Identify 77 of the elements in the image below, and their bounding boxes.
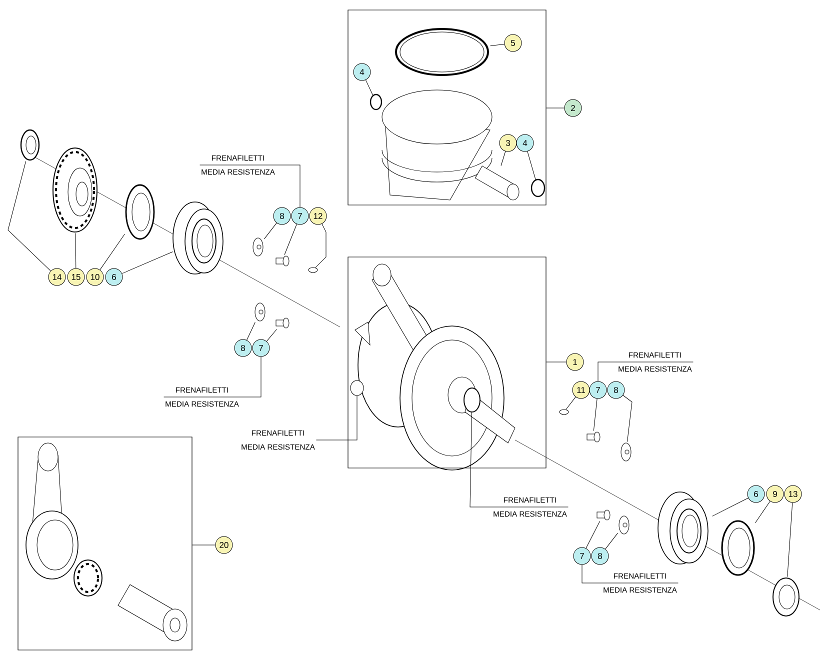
- key-drawing: [308, 267, 318, 273]
- lock-plate-drawing: [620, 442, 632, 462]
- nut-drawing: [772, 578, 800, 616]
- oil-seal-drawing: [20, 129, 40, 161]
- callout-number: 3: [499, 134, 517, 152]
- bolt-drawing: [276, 318, 290, 328]
- leader-line: [593, 398, 598, 431]
- leader-line: [122, 251, 173, 274]
- leader-line: [164, 356, 262, 398]
- bolt-drawing: [276, 256, 290, 266]
- callout-number: 15: [67, 268, 85, 286]
- callout-number: 4: [516, 134, 534, 152]
- leader-line: [192, 544, 216, 546]
- callout-number: 6: [105, 268, 123, 286]
- key-drawing: [559, 409, 569, 415]
- leader-line: [266, 329, 277, 342]
- leader-line: [500, 151, 506, 166]
- lock-plate-drawing: [254, 302, 266, 322]
- bolt-drawing: [586, 432, 600, 442]
- leader-line: [365, 80, 374, 96]
- leader-line: [264, 222, 277, 240]
- callout-number: 9: [766, 485, 784, 503]
- leader-line: [586, 521, 600, 548]
- callout-number: 7: [252, 339, 270, 357]
- gear-drawing: [52, 148, 98, 232]
- leader-line: [605, 532, 618, 550]
- bolt-drawing: [596, 510, 610, 520]
- leader-line: [200, 164, 300, 208]
- leader-line: [598, 362, 694, 382]
- callout-number: 8: [234, 339, 252, 357]
- leader-line: [490, 44, 505, 46]
- callout-number: 7: [573, 547, 591, 565]
- callout-number: 8: [273, 207, 291, 225]
- callout-number: 8: [607, 381, 625, 399]
- circlip-drawing: [530, 178, 546, 198]
- callout-number: 5: [504, 34, 522, 52]
- oil-seal-drawing: [125, 184, 155, 240]
- callout-number: 2: [564, 99, 582, 117]
- bearing-drawing: [658, 492, 708, 564]
- leader-line: [246, 322, 256, 340]
- leader-line: [622, 395, 632, 442]
- journal-drawing: [350, 380, 364, 396]
- callout-number: 1: [566, 353, 584, 371]
- group-frame: [18, 436, 192, 650]
- leader-line: [527, 151, 536, 180]
- spline-drawing: [464, 388, 480, 412]
- leader-line: [787, 502, 793, 577]
- callout-number: 14: [48, 268, 66, 286]
- leader-line: [75, 233, 76, 268]
- bearing-drawing: [172, 202, 224, 274]
- leader-line: [582, 564, 678, 584]
- callout-number: 12: [309, 207, 327, 225]
- callout-number: 6: [747, 485, 765, 503]
- leader-line: [712, 498, 748, 516]
- leader-line: [284, 224, 297, 255]
- oil-seal-drawing: [721, 520, 755, 576]
- leader-line: [8, 161, 51, 272]
- lock-plate-drawing: [252, 238, 264, 256]
- leader-line: [315, 224, 326, 268]
- group-frame: [348, 256, 546, 468]
- piston-pin-drawing: [474, 166, 520, 200]
- piston-ring-drawing: [395, 28, 489, 76]
- leader-line: [100, 234, 125, 270]
- leader-line: [566, 396, 576, 410]
- callout-number: 7: [589, 381, 607, 399]
- group-frame: [348, 10, 546, 206]
- callout-number: 10: [86, 268, 104, 286]
- callout-number: 11: [572, 381, 590, 399]
- lock-plate-drawing: [618, 516, 630, 534]
- leader-line: [470, 412, 568, 508]
- callout-number: 13: [784, 485, 802, 503]
- circlip-drawing: [370, 94, 382, 110]
- leader-line: [755, 500, 770, 524]
- callout-number: 7: [291, 207, 309, 225]
- callout-number: 4: [353, 63, 371, 81]
- callout-number: 20: [215, 536, 233, 554]
- callout-number: 8: [591, 547, 609, 565]
